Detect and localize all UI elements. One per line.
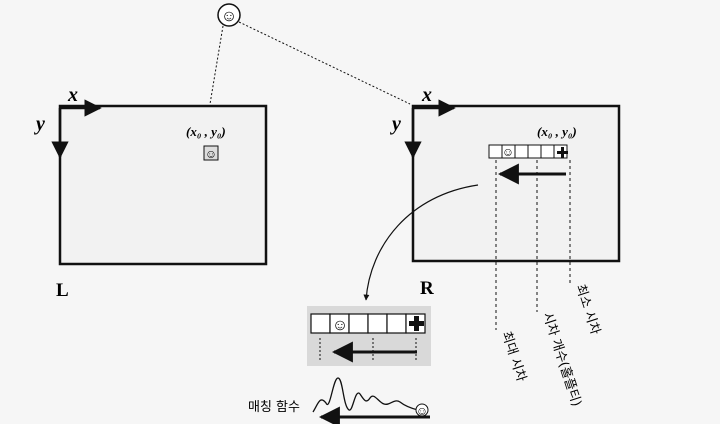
matching-minimum-face-icon: ☺	[416, 404, 428, 418]
left-image-frame	[58, 104, 268, 266]
left-image: x y (x₀ , y₀) ☺ L	[34, 84, 268, 301]
num-disparities-label: 시차 개수(홀플티)	[539, 311, 584, 409]
matching-function-curve	[312, 377, 419, 413]
left-y-label: y	[34, 113, 45, 135]
right-y-label: y	[390, 113, 401, 135]
min-disparity-label: 최소 시차	[572, 283, 602, 337]
max-disparity-label: 최대 시차	[498, 330, 528, 384]
right-panel-label: R	[420, 278, 434, 299]
right-point-label: (x₀ , y₀)	[537, 124, 577, 139]
matching-function: 매칭 함수 ☺	[248, 377, 430, 424]
right-image: x y (x₀ , y₀) ☺ R	[390, 84, 621, 299]
zoom-connector-arrow	[363, 184, 479, 301]
right-image-frame	[411, 104, 621, 263]
left-ray	[209, 25, 224, 105]
right-ray	[238, 21, 411, 105]
left-point-face-icon: ☺	[205, 147, 217, 161]
strip-face-icon: ☺	[502, 145, 514, 159]
camera-face-icon: ☺	[221, 8, 237, 25]
camera-face: ☺	[217, 3, 241, 27]
zoomed-strip: ☺	[307, 306, 431, 366]
zoom-face-icon: ☺	[332, 317, 348, 334]
search-strip: ☺	[488, 144, 568, 159]
left-point-marker	[203, 145, 219, 161]
right-x-label: x	[421, 84, 432, 106]
zoom-cross-icon	[409, 316, 424, 331]
left-x-label: x	[67, 84, 78, 106]
left-panel-label: L	[56, 280, 69, 301]
strip-cross-icon	[557, 147, 568, 158]
left-point-label: (x₀ , y₀)	[186, 124, 226, 139]
matching-function-label: 매칭 함수	[248, 400, 300, 415]
